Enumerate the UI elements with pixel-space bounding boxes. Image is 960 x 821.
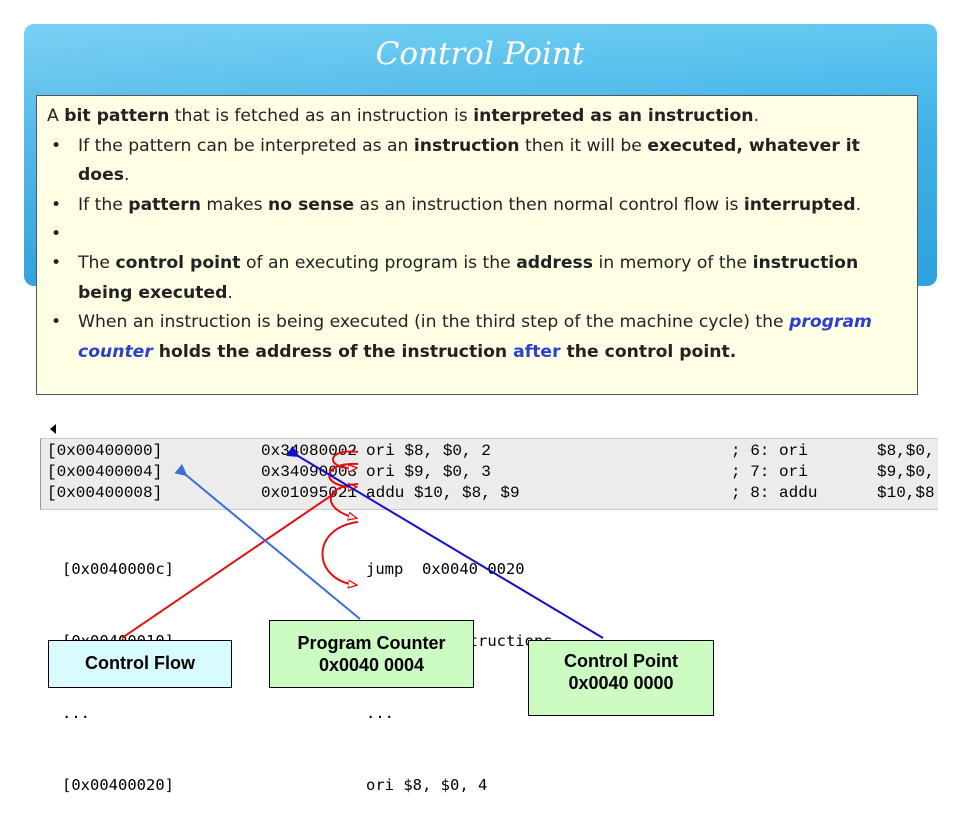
control-flow-label: Control Flow (85, 653, 195, 673)
control-point-value: 0x0040 0000 (568, 673, 674, 693)
control-point-title: Control Point (564, 651, 678, 671)
program-counter-value: 0x0040 0004 (318, 655, 425, 675)
flow-arrow (321, 521, 359, 585)
bullet-no-sense: If the pattern makes no sense as an inst… (47, 191, 907, 221)
register-view-screenshot: [0x00400000] 0x34080002 ori $8, $0, 2 ; … (40, 410, 938, 510)
bullet-spacer (47, 220, 907, 250)
code-address: ... (62, 704, 90, 722)
code-instruction: ori $8, $0, 4 (366, 776, 488, 794)
program-counter-title: Program Counter (297, 633, 446, 653)
control-flow-box: Control Flow (48, 640, 232, 688)
slide-title: Control Point (375, 36, 585, 72)
code-address: [0x00400020] (62, 776, 174, 794)
program-counter-box: Program Counter 0x0040 0004 (269, 620, 474, 688)
code-address: [0x0040000c] (62, 560, 174, 578)
table-row: [0x00400008] 0x01095021 addu $10, $8, $9… (47, 484, 935, 502)
bullet-control-point: The control point of an executing progra… (47, 249, 907, 308)
intro-line: A bit pattern that is fetched as an inst… (47, 106, 760, 126)
bullet-program-counter: When an instruction is being executed (i… (47, 308, 907, 367)
definition-text-box: A bit pattern that is fetched as an inst… (36, 95, 918, 395)
code-instruction: ... (366, 704, 394, 722)
table-row: [0x00400000] 0x34080002 ori $8, $0, 2 ; … (47, 442, 935, 460)
bullet-executed: If the pattern can be interpreted as an … (47, 132, 907, 191)
scroll-left-icon[interactable] (47, 422, 59, 436)
bullet-list: If the pattern can be interpreted as an … (47, 132, 907, 368)
table-row: [0x00400004] 0x34090003 ori $9, $0, 3 ; … (47, 463, 935, 481)
code-instruction: jump 0x0040 0020 (366, 560, 525, 578)
control-point-box: Control Point 0x0040 0000 (528, 640, 714, 716)
instruction-table: [0x00400000] 0x34080002 ori $8, $0, 2 ; … (40, 438, 938, 510)
